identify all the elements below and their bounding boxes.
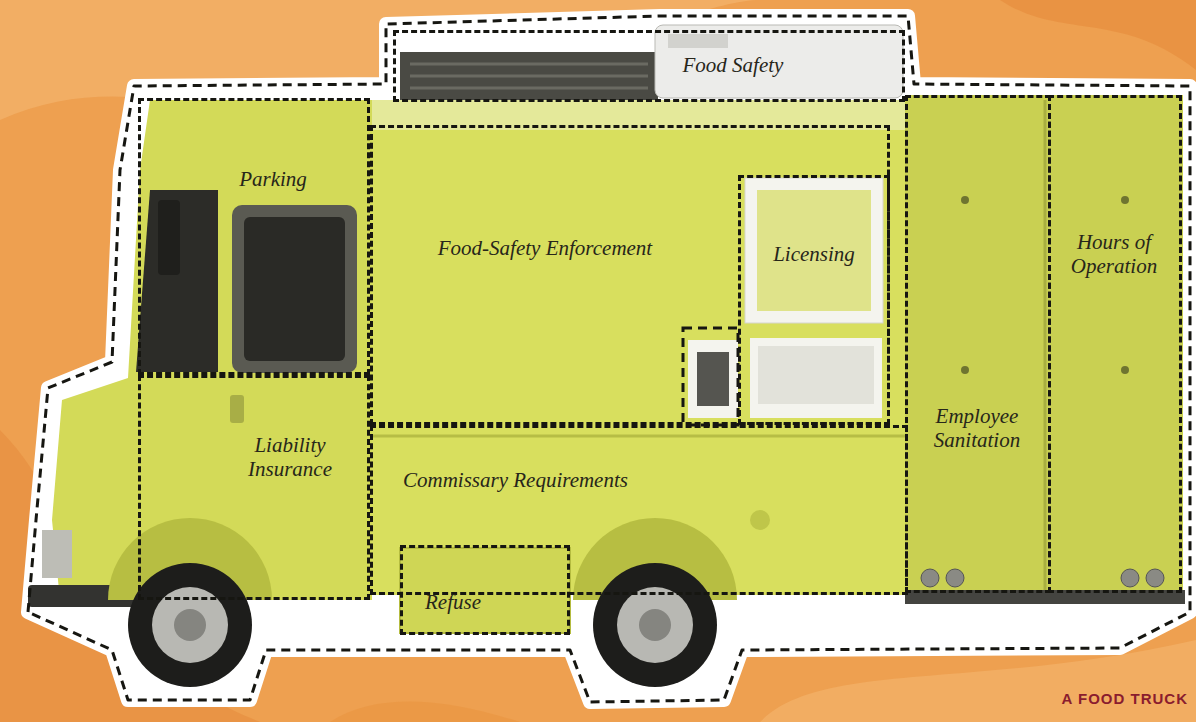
ac-grille [668,34,728,48]
hatch-box [688,340,738,418]
food-safety-region: Food Safety [393,30,905,102]
rear-tire [593,563,717,687]
cab-body [52,100,372,600]
door-window-frame [232,205,357,373]
tail-light [921,569,939,587]
door-window [244,217,345,361]
truck-outline [28,16,1190,702]
sticker-margin [28,16,1190,702]
serving-window [745,178,883,323]
rear-section [905,95,1183,595]
refuse-box [400,548,570,633]
region-label: Refuse [425,590,545,614]
roof-vent [400,52,658,100]
region-label: Parking [213,167,333,191]
licensing-region: Licensing [738,175,890,425]
figure-caption: A FOOD TRUCK [1062,690,1188,707]
hours-region: Hours of Operation [1048,95,1182,593]
insurance-region: Liability Insurance [138,375,370,600]
parking-region: Parking [138,98,370,375]
counter-opening [758,346,874,404]
tail-light [1146,569,1164,587]
region-label: Liability Insurance [225,433,355,481]
region-label: Hours of Operation [1055,230,1173,278]
mirror [158,200,180,275]
region-label: Food Safety [658,53,808,77]
vent-grille [410,87,648,90]
door-hinge [961,366,969,374]
region-label: Licensing [747,242,881,266]
background-swirl [1000,0,1196,70]
vent-grille [410,63,648,66]
enforcement-region: Food-Safety Enforcement Licensing [370,125,890,425]
hatch-opening [697,352,729,406]
rear-hub [639,609,671,641]
rear-rim [617,587,693,663]
background-swirl [330,702,520,722]
hatch-outline [683,328,738,425]
door-hinge [1121,366,1129,374]
counter-box [750,338,882,418]
tail-light [946,569,964,587]
front-hub [174,609,206,641]
sanitation-region: Employee Sanitation [905,95,1051,593]
vent-grille [410,75,648,78]
body-seam [372,435,905,438]
commissary-region: Commissary RequirementsRefuse [370,425,908,595]
region-label: Commissary Requirements [403,468,743,492]
tail-light [1121,569,1139,587]
roof-ac-unit [655,25,903,98]
front-tire [128,563,252,687]
headlight [42,530,72,578]
refuse-region: Refuse [400,545,570,635]
region-label: Employee Sanitation [912,404,1042,452]
door-hinge [1121,196,1129,204]
door-handle [230,395,244,423]
fuel-cap [750,510,770,530]
windshield [136,190,218,372]
region-label: Food-Safety Enforcement [395,236,695,260]
rear-door-seam [1044,100,1047,590]
door-hinge [961,196,969,204]
